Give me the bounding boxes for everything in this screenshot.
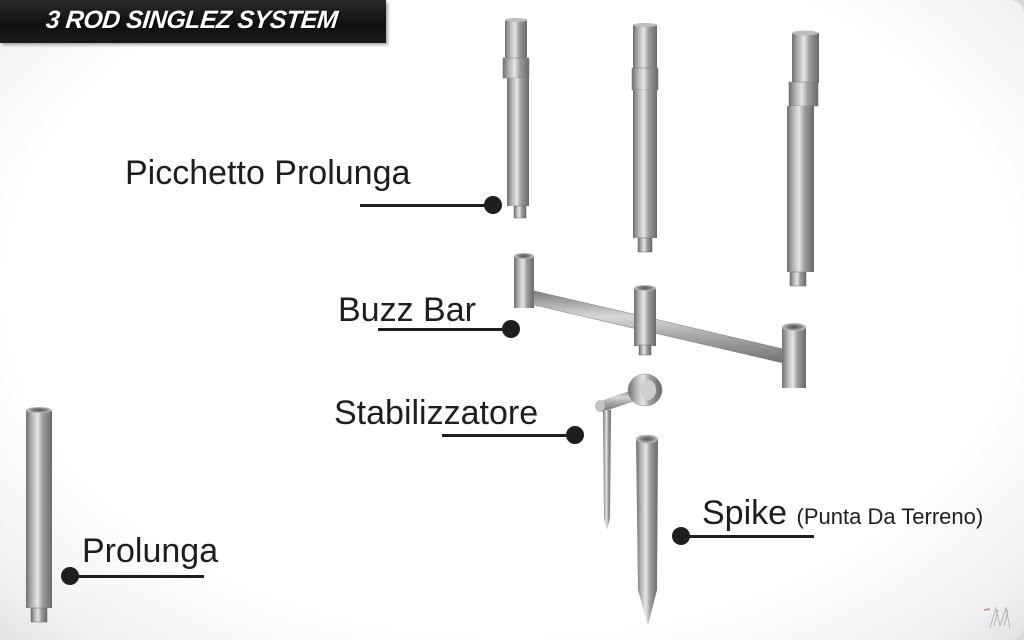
callout-dot-stabilizzatore xyxy=(566,426,584,444)
bankstick-extension-3 xyxy=(787,30,819,287)
label-prolunga: Prolunga xyxy=(82,532,219,570)
ground-spike xyxy=(635,434,659,625)
title-banner: 3 ROD SINGLEZ SYSTEM xyxy=(0,0,386,43)
leader-line-picchetto-prolunga xyxy=(360,204,490,207)
leader-line-prolunga xyxy=(72,575,204,578)
bankstick-extension-1 xyxy=(502,18,530,219)
callout-dot-prolunga xyxy=(61,567,79,585)
watermark-logo-icon xyxy=(983,606,1011,629)
stabilizer xyxy=(595,373,663,530)
label-stabilizzatore: Stabilizzatore xyxy=(334,394,539,432)
label-spike: Spike (Punta Da Terreno) xyxy=(702,496,983,530)
callout-dot-spike xyxy=(672,527,690,545)
label-buzz-bar: Buzz Bar xyxy=(338,291,476,329)
label-picchetto-prolunga: Picchetto Prolunga xyxy=(125,154,411,192)
label-spike-main: Spike xyxy=(702,494,788,532)
leader-line-buzz-bar xyxy=(378,328,506,331)
extension-bar xyxy=(26,407,52,623)
leader-line-spike xyxy=(684,535,814,538)
callout-dot-buzz-bar xyxy=(502,320,520,338)
buzz-bar xyxy=(514,253,806,388)
leader-line-stabilizzatore xyxy=(442,434,570,437)
callout-dot-picchetto-prolunga xyxy=(484,196,502,214)
bankstick-extension-2 xyxy=(631,23,659,253)
label-spike-sub: (Punta Da Terreno) xyxy=(796,504,984,529)
